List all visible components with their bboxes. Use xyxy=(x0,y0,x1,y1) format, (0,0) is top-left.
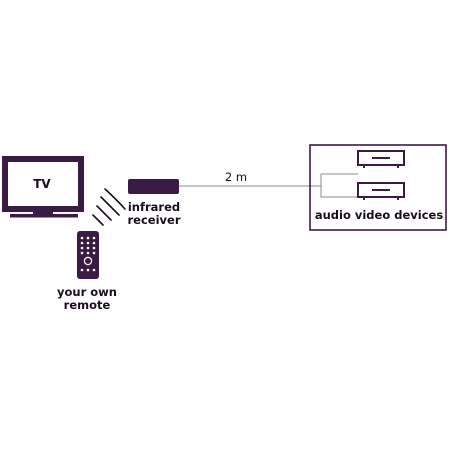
av-device-icon xyxy=(357,182,405,200)
remote-label: your own remote xyxy=(44,286,130,312)
av-device-icon xyxy=(357,150,405,168)
tv-stand-base xyxy=(10,214,78,218)
tv-stand-neck xyxy=(33,212,53,215)
remote-control-icon xyxy=(77,231,99,279)
tv-label: TV xyxy=(33,177,51,191)
signal-wave-1 xyxy=(92,214,104,226)
signal-wave-2 xyxy=(96,205,112,221)
infrared-receiver-icon xyxy=(128,179,179,194)
receiver-label: infrared receiver xyxy=(112,201,196,227)
devices-label: audio video devices xyxy=(314,208,444,222)
devices-frame xyxy=(309,144,447,231)
remote-bottom-buttons xyxy=(80,268,96,272)
tv-icon xyxy=(2,156,84,218)
device-wiring xyxy=(320,173,358,198)
remote-label-line1: your own xyxy=(57,285,117,299)
remote-buttons xyxy=(80,236,96,255)
signal-wave-3 xyxy=(100,196,120,216)
infrared-signal-waves-icon xyxy=(92,188,126,226)
receiver-label-line2: receiver xyxy=(127,213,181,227)
signal-wave-4 xyxy=(104,188,126,210)
remote-dpad xyxy=(83,256,93,266)
receiver-label-line1: infrared xyxy=(127,200,181,214)
cable-length-label: 2 m xyxy=(224,170,248,184)
tv-screen xyxy=(2,156,84,212)
remote-label-line2: remote xyxy=(63,298,111,312)
